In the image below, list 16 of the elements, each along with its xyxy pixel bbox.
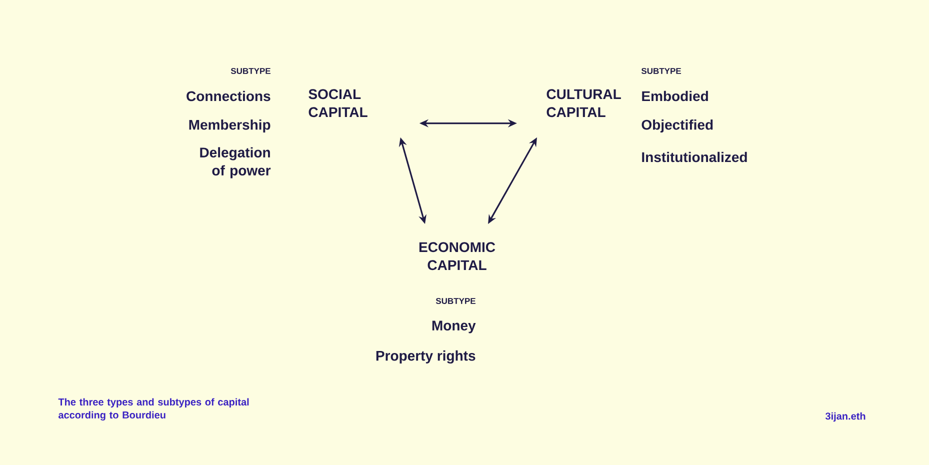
subtype-item: Institutionalized: [642, 152, 747, 162]
subtype-item: Delegation of power: [200, 147, 271, 178]
subtype-item: Connections: [186, 90, 270, 102]
capital-label: CULTURAL CAPITAL: [546, 89, 621, 118]
subtype-item: Property rights: [376, 350, 476, 364]
capital-label: SOCIAL CAPITAL: [308, 89, 368, 118]
author-credit: 3ijan.eth: [825, 412, 866, 422]
subtype-item: Objectified: [642, 119, 713, 133]
subtype-item: Embodied: [642, 90, 708, 102]
subtype-heading: SUBTYPE: [230, 68, 270, 74]
subtype-item: Money: [432, 320, 476, 334]
subtype-heading: SUBTYPE: [641, 68, 681, 74]
caption: The three types and subtypes of capital according to Bourdieu: [58, 398, 249, 421]
subtype-item: Membership: [189, 119, 270, 133]
capital-label: ECONOMIC CAPITAL: [419, 242, 496, 270]
subtype-heading: SUBTYPE: [436, 298, 476, 304]
